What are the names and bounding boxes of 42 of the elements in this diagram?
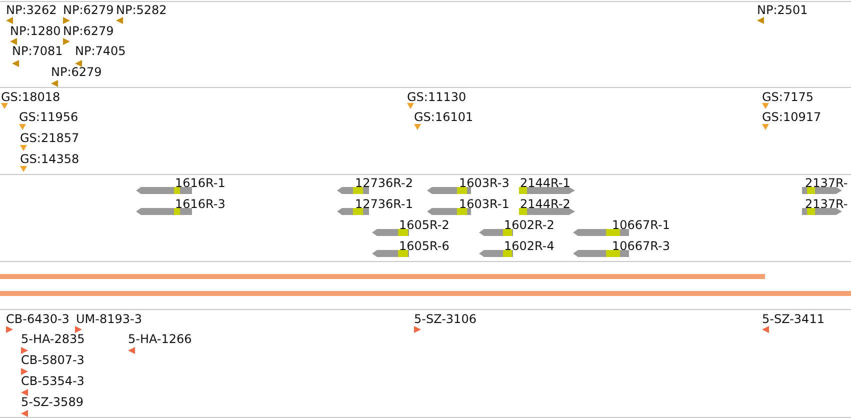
feature-label: NP:3262 [6,3,57,17]
gene-label: 10667R-1 [612,218,670,232]
feature-label: NP:7405 [75,44,126,58]
feature-label: CB-5807-3 [21,353,84,367]
gene-label: 12736R-1 [355,197,413,211]
feature-label: UM-8193-3 [76,312,142,326]
feature-label: NP:6279 [63,24,114,38]
gene-label: 1616R-1 [175,176,226,190]
feature-label: NP:6279 [63,3,114,17]
gene-label: 2137R- [805,176,848,190]
gene-label: 2137R- [805,197,848,211]
gene-label: 1603R-1 [459,197,510,211]
feature-label: CB-5354-3 [21,374,84,388]
feature-label: GS:11956 [19,110,78,124]
feature-label: GS:21857 [20,131,80,145]
feature-label: NP:7081 [12,44,63,58]
gene-label: 1602R-2 [504,218,554,232]
feature-label: CB-6430-3 [6,312,70,326]
feature-label: GS:14358 [20,152,80,166]
feature-label: 5-SZ-3589 [21,395,84,409]
gene-label: 1603R-3 [459,176,510,190]
feature-label: NP:2501 [757,3,808,17]
feature-label: NP:1280 [10,24,61,38]
gene-label: 2144R-1 [520,176,570,190]
feature-label: GS:16101 [414,110,474,124]
gene-label: 1605R-6 [399,239,450,253]
feature-label: 5-HA-2835 [21,332,85,346]
feature-label: GS:7175 [762,90,814,104]
gene-label: 2144R-2 [520,197,570,211]
feature-label: 5-SZ-3411 [762,312,824,326]
feature-label: 5-SZ-3106 [414,312,476,326]
feature-label: GS:11130 [407,90,466,104]
gene-label: 12736R-2 [355,176,413,190]
feature-label: 5-HA-1266 [128,332,192,346]
feature-label: NP:6279 [51,65,102,79]
feature-label: NP:5282 [116,3,167,17]
gene-label: 10667R-3 [612,239,670,253]
feature-label: GS:18018 [1,90,60,104]
gene-label: 1605R-2 [399,218,450,232]
feature-label: GS:10917 [762,110,822,124]
gene-label: 1616R-3 [175,197,226,211]
gene-label: 1602R-4 [504,239,554,253]
